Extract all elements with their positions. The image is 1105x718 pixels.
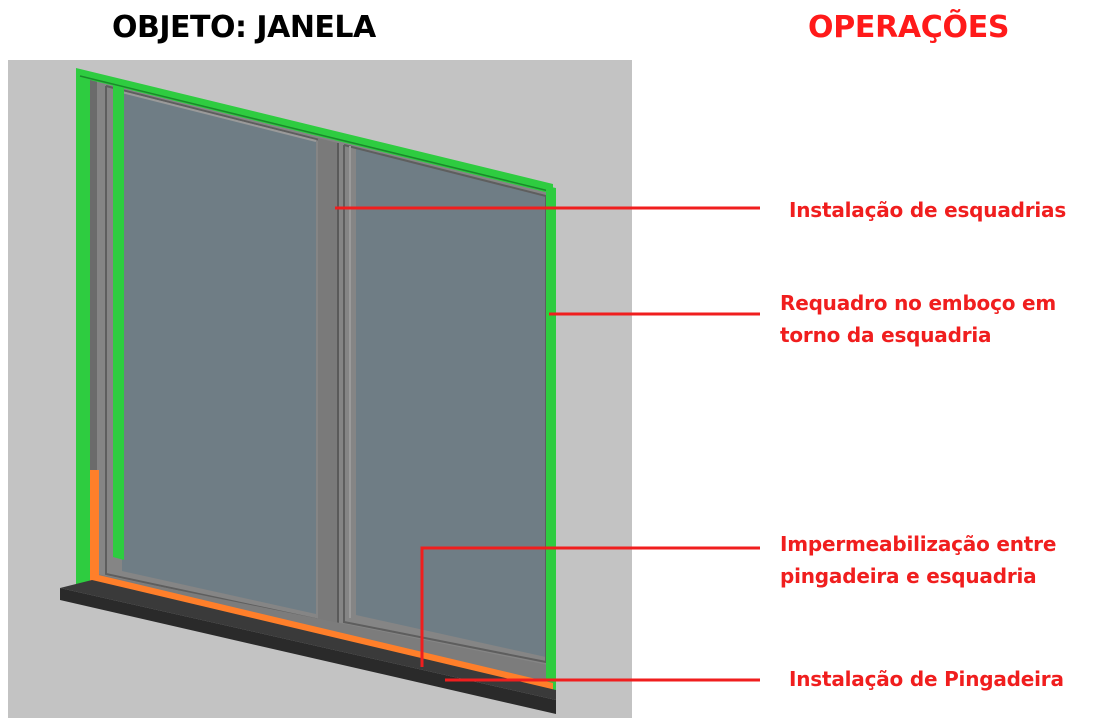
label-esquadrias: Instalação de esquadrias [789,194,1066,226]
leader-line-impermeabilizacao [420,546,760,667]
sill-top [60,580,556,700]
label-impermeabilizacao: Impermeabilização entre pingadeira e esq… [780,528,1056,592]
left-sash-inner [113,89,317,142]
center-mullion [318,138,338,630]
label-impermeabilizacao-line1: Impermeabilização entre [780,532,1057,556]
glass-pane-right [356,148,546,657]
label-esquadrias-line1: Instalação de esquadrias [789,198,1067,222]
requadro-right [546,186,556,690]
waterproof-left [90,470,99,585]
requadro-left [76,70,90,588]
requadro-top-edge [79,75,554,193]
glass-pane-left [122,92,316,614]
label-requadro-line2: torno da esquadria [780,323,992,347]
operations-title: OPERAÇÕES [808,10,1010,45]
label-impermeabilizacao-line2: pingadeira e esquadria [780,564,1037,588]
object-title: OBJETO: JANELA [112,10,376,45]
label-requadro-line1: Requadro no emboço em [780,291,1057,315]
label-requadro: Requadro no emboço em torno da esquadria [780,287,1056,351]
label-pingadeira: Instalação de Pingadeira [789,663,1064,695]
sill-front [60,588,556,714]
label-pingadeira-line1: Instalação de Pingadeira [789,667,1064,691]
requadro-left-inner [113,84,124,560]
